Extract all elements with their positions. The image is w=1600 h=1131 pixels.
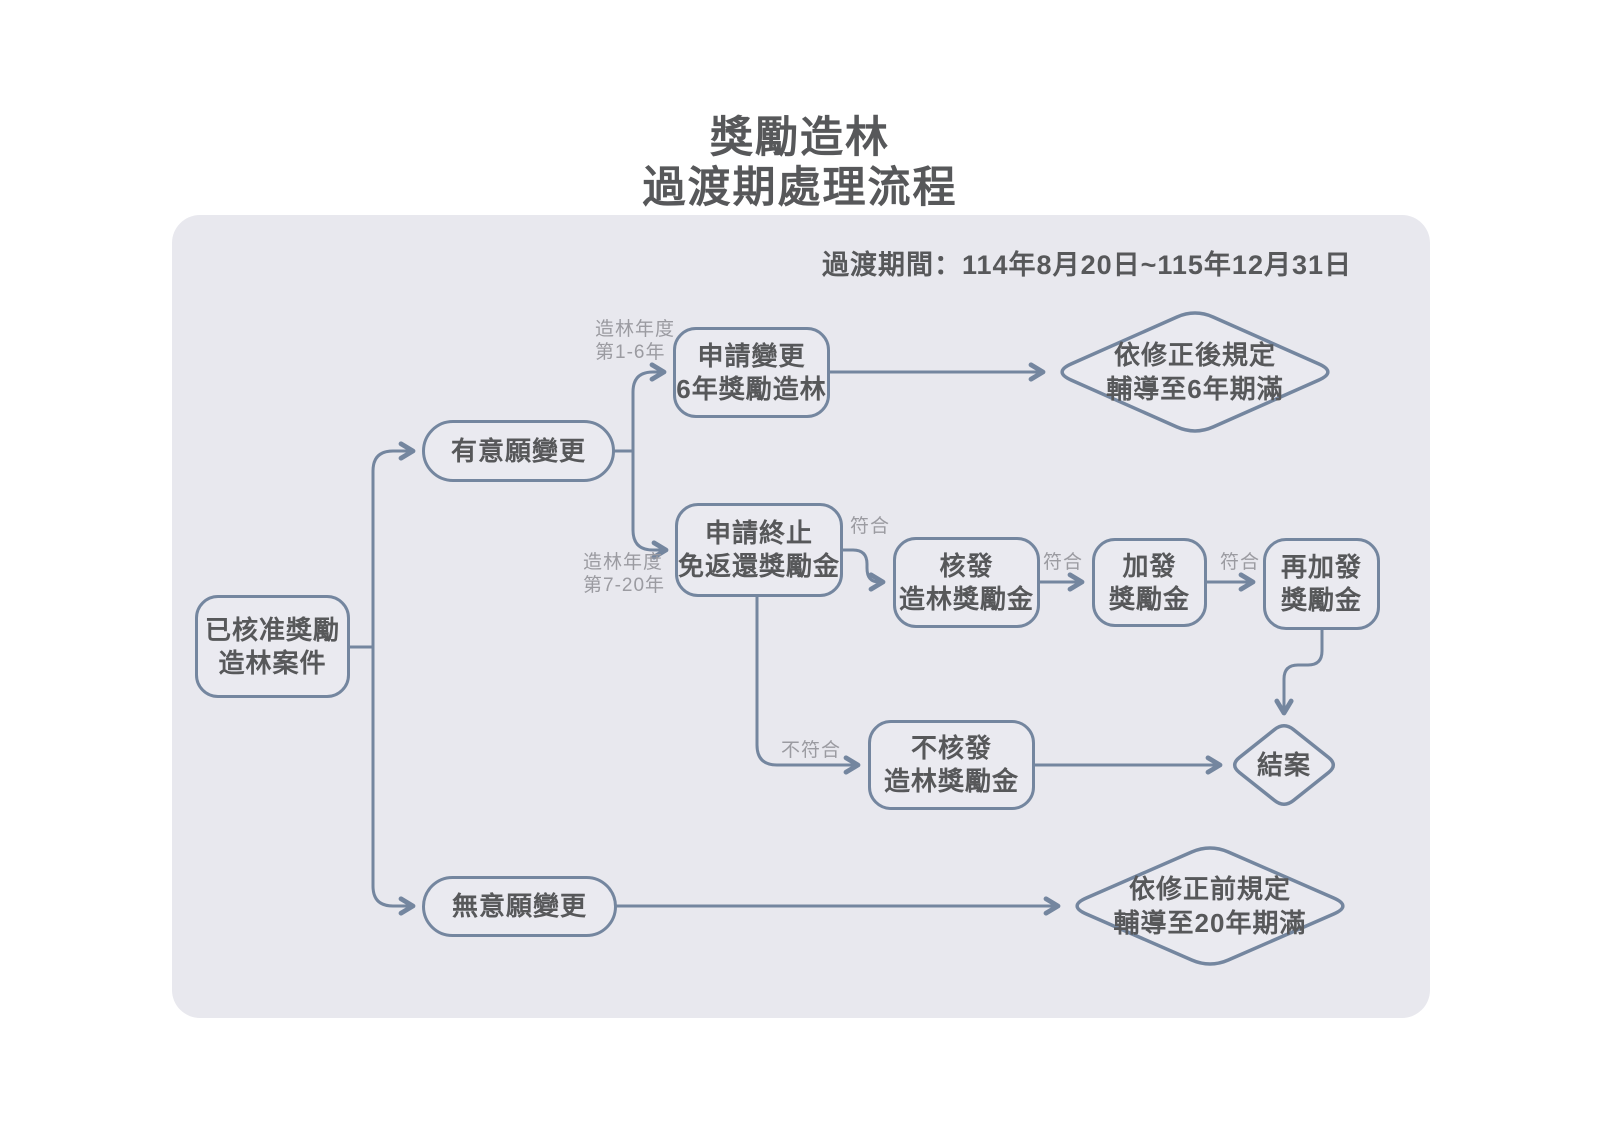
node-apply-change-line2: 6年獎勵造林 [676,373,827,404]
years-1-6-line1: 造林年度 [595,319,676,340]
connector-extra2-to-closed [1274,628,1324,716]
edge-label-match-2: 符合 [1043,552,1084,573]
node-approved-line2: 造林案件 [218,647,327,678]
closed-label: 結案 [1256,750,1311,780]
connector-terminate-to-issue [841,548,886,592]
transition-period-note: 過渡期間：114年8月20日~115年12月31日 [822,250,1352,280]
years-7-20-line2: 第7-20年 [583,575,666,596]
guide-after-line1: 依修正後規定 [1113,340,1276,370]
decision-guide-after-shape [1060,311,1330,433]
years-1-6-line2: 第1-6年 [595,342,666,363]
node-issue-reward: 核發 造林獎勵金 [893,537,1040,628]
connector-willing-to-terminate [631,449,669,560]
decision-closed-shape [1232,724,1336,806]
node-extra2-line2: 獎勵金 [1280,585,1362,615]
node-willing-change: 有意願變更 [422,420,615,482]
edge-label-years-1-6: 造林年度 第1-6年 [595,318,675,364]
node-approved-line1: 已核准獎勵 [204,614,340,645]
decision-guide-after-label: 依修正後規定 輔導至6年期滿 [1053,310,1337,434]
node-extra-reward: 加發 獎勵金 [1092,538,1207,627]
edge-label-years-7-20: 造林年度 第7-20年 [583,551,665,597]
node-apply-terminate-line2: 免返還獎勵金 [678,551,841,581]
decision-guide-before-shape [1075,846,1345,966]
node-unwilling-change: 無意願變更 [422,876,617,937]
guide-before-line2: 輔導至20年期滿 [1113,908,1307,938]
connector-approved-to-unwilling [371,645,416,916]
connector-terminate-to-no-issue [755,595,861,775]
connector-approved-to-willing [371,441,416,649]
edge-label-not-match: 不符合 [781,740,842,761]
decision-closed-label: 結案 [1230,723,1338,807]
edge-label-match-1: 符合 [850,516,891,537]
page-title: 獎勵造林 過渡期處理流程 [0,113,1600,213]
flowchart-canvas: 過渡期間：114年8月20日~115年12月31日 [172,215,1430,1018]
years-7-20-line1: 造林年度 [583,552,664,573]
connector-willing-to-change [631,362,667,453]
page-title-line1: 獎勵造林 [710,114,890,162]
node-issue-line1: 核發 [939,550,994,581]
node-no-issue-line1: 不核發 [910,733,992,763]
decision-guide-before-label: 依修正前規定 輔導至20年期滿 [1068,844,1352,968]
node-extra2-line1: 再加發 [1280,552,1362,582]
node-willing-label: 有意願變更 [450,435,586,466]
node-unwilling-label: 無意願變更 [451,891,587,921]
guide-after-line2: 輔導至6年期滿 [1106,374,1284,404]
node-no-issue-reward: 不核發 造林獎勵金 [868,720,1035,810]
node-apply-change-line1: 申請變更 [697,340,806,371]
node-extra-line1: 加發 [1122,550,1177,581]
node-apply-change-6yr: 申請變更 6年獎勵造林 [673,327,830,418]
page-title-line2: 過渡期處理流程 [642,164,958,212]
node-no-issue-line2: 造林獎勵金 [883,766,1019,796]
node-extra-line2: 獎勵金 [1108,583,1190,614]
connector-layer [348,311,1345,966]
guide-before-line1: 依修正前規定 [1128,874,1291,904]
node-apply-terminate-line1: 申請終止 [704,518,813,548]
node-approved-case: 已核准獎勵 造林案件 [195,595,350,698]
node-apply-terminate: 申請終止 免返還獎勵金 [675,503,843,597]
node-extra-reward-again: 再加發 獎勵金 [1263,538,1380,630]
node-issue-line2: 造林獎勵金 [898,583,1034,614]
edge-label-match-3: 符合 [1220,552,1261,573]
